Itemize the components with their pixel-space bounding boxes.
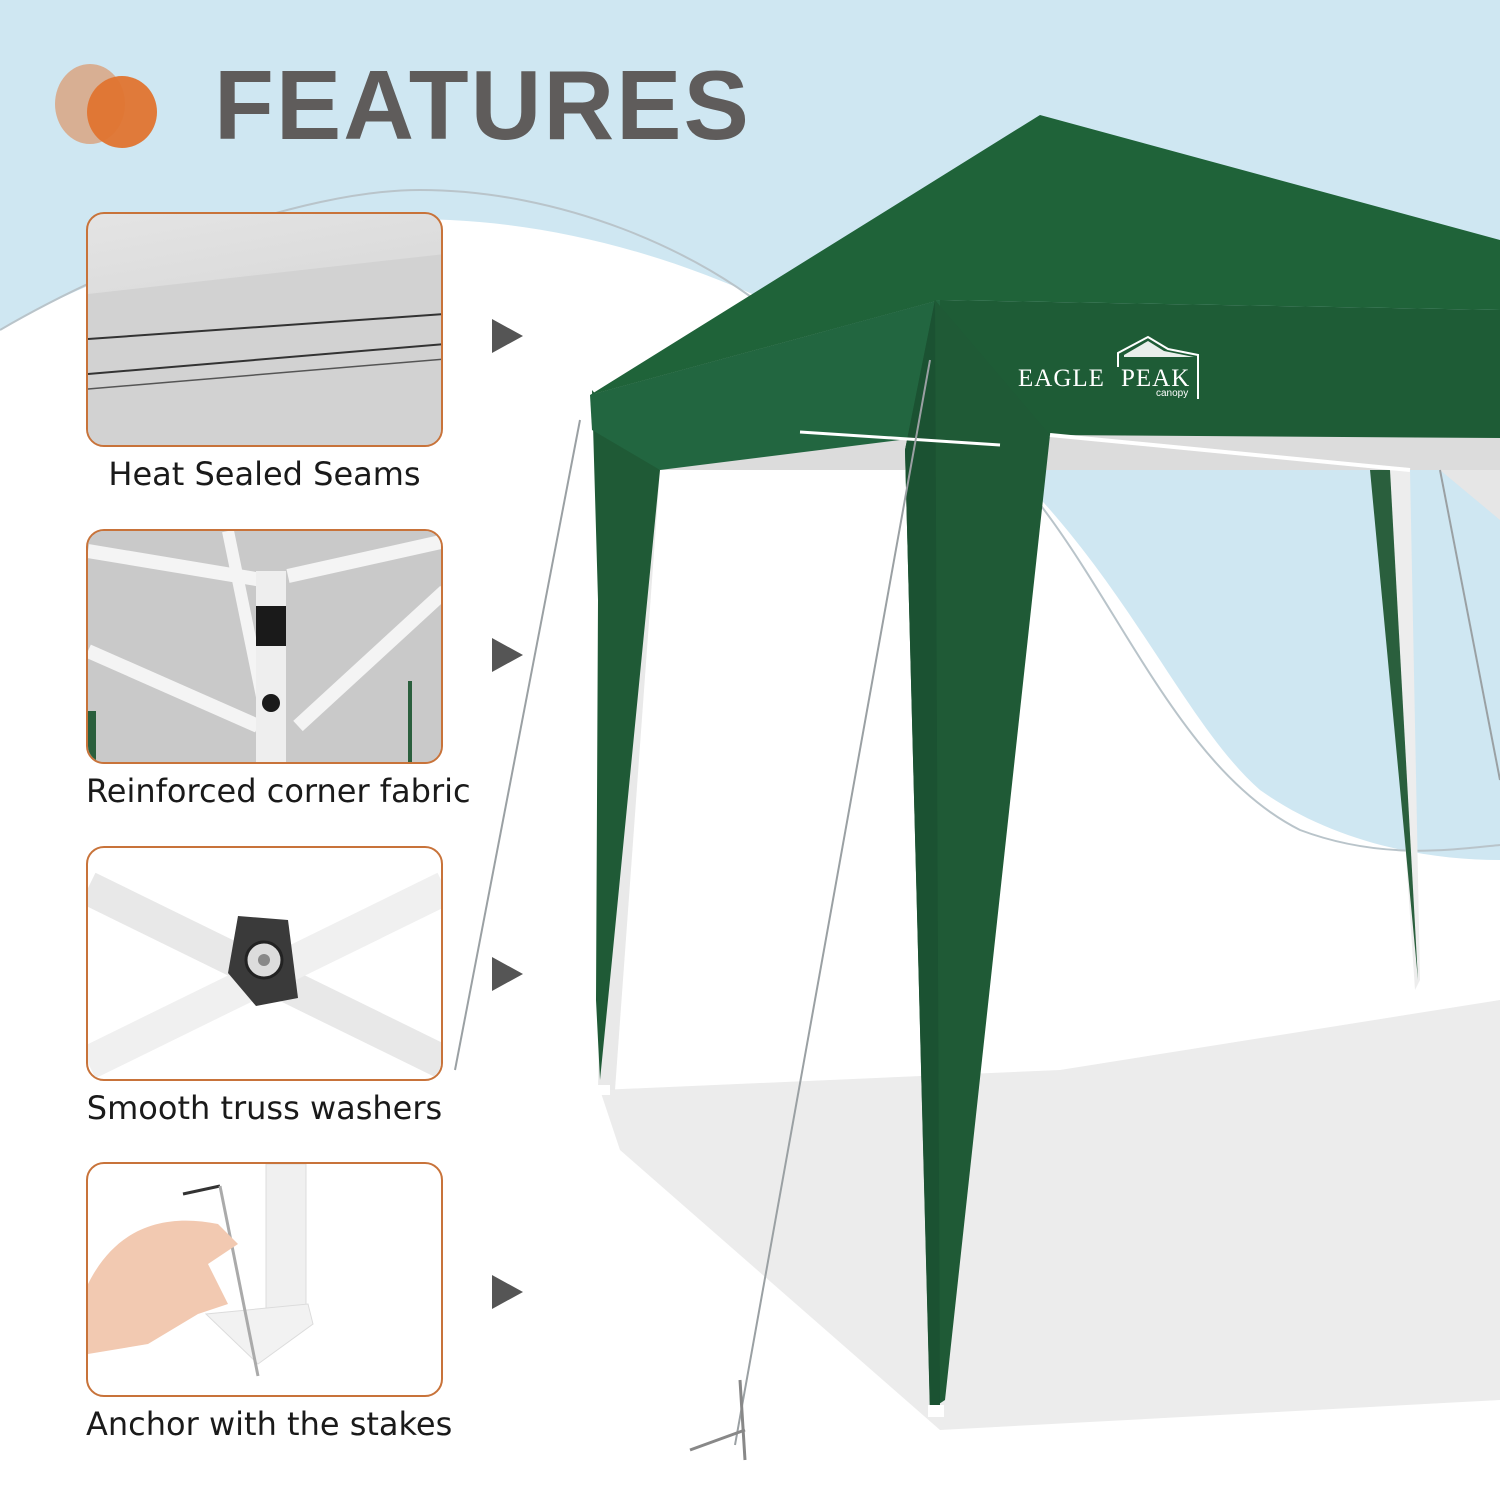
features-header: FEATURES	[55, 55, 751, 155]
brand-text-eagle: EAGLE	[1018, 365, 1105, 392]
feature-label: Anchor with the stakes	[86, 1405, 453, 1443]
feature-label: Heat Sealed Seams	[108, 455, 421, 493]
brand-text-canopy: canopy	[1156, 388, 1189, 399]
right-triangle-icon	[492, 319, 523, 353]
feature-reinforced-corner: Reinforced corner fabric	[86, 529, 471, 810]
right-triangle-icon	[492, 1275, 523, 1309]
right-triangle-icon	[492, 638, 523, 672]
mountain-logo-icon	[1117, 335, 1199, 399]
feature-anchor-stakes: Anchor with the stakes	[86, 1162, 453, 1443]
page-title: FEATURES	[214, 50, 751, 160]
brand-text-peak: PEAK	[1121, 365, 1191, 392]
corner-frame-image	[86, 529, 443, 764]
feature-truss-washers: Smooth truss washers	[86, 846, 443, 1127]
stake-anchor-image	[86, 1162, 443, 1397]
decorative-dots-icon	[55, 60, 180, 150]
seam-closeup-image	[86, 212, 443, 447]
feature-label: Reinforced corner fabric	[86, 772, 471, 810]
feature-heat-sealed-seams: Heat Sealed Seams	[86, 212, 443, 493]
right-triangle-icon	[492, 957, 523, 991]
feature-label: Smooth truss washers	[86, 1089, 443, 1127]
truss-washer-image	[86, 846, 443, 1081]
dark-dot	[87, 76, 157, 148]
